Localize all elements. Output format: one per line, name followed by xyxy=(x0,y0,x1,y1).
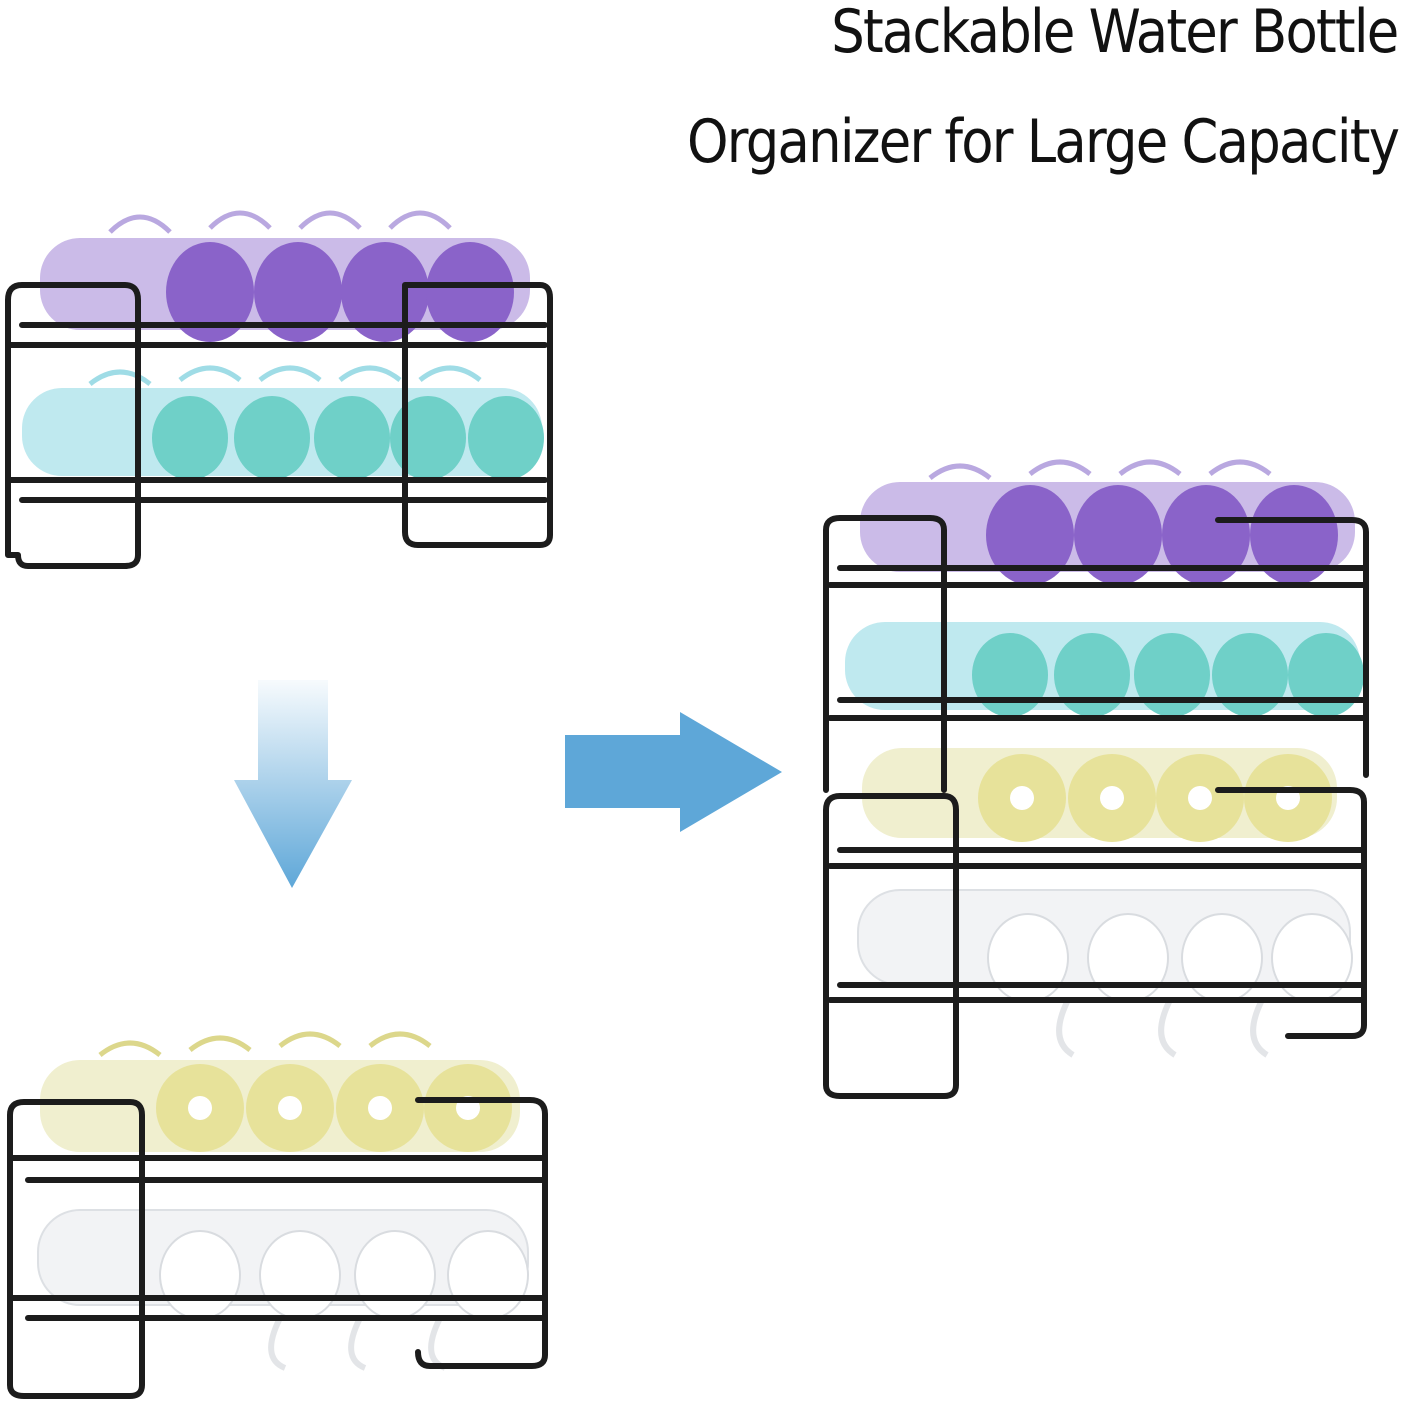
white-bottles xyxy=(857,889,1353,1058)
teal-bottles xyxy=(22,365,544,480)
yellow-bottles xyxy=(862,748,1337,842)
rack-frame xyxy=(7,1097,548,1399)
purple-bottles xyxy=(860,459,1355,585)
rack-stacked-four-tier xyxy=(823,459,1369,1099)
white-bottles xyxy=(37,1209,529,1371)
headline-line-1: Stackable Water Bottle xyxy=(831,0,1400,67)
arrow-down-icon xyxy=(234,680,352,888)
rack-frame xyxy=(5,282,553,569)
rack-purple-teal xyxy=(5,210,553,569)
rack-yellow-white xyxy=(7,1031,548,1399)
rack-frame xyxy=(823,515,1369,1099)
yellow-bottles xyxy=(40,1031,520,1152)
headline-line-2: Organizer for Large Capacity xyxy=(686,107,1400,177)
teal-bottles xyxy=(845,622,1364,717)
arrow-right-icon xyxy=(565,712,782,832)
